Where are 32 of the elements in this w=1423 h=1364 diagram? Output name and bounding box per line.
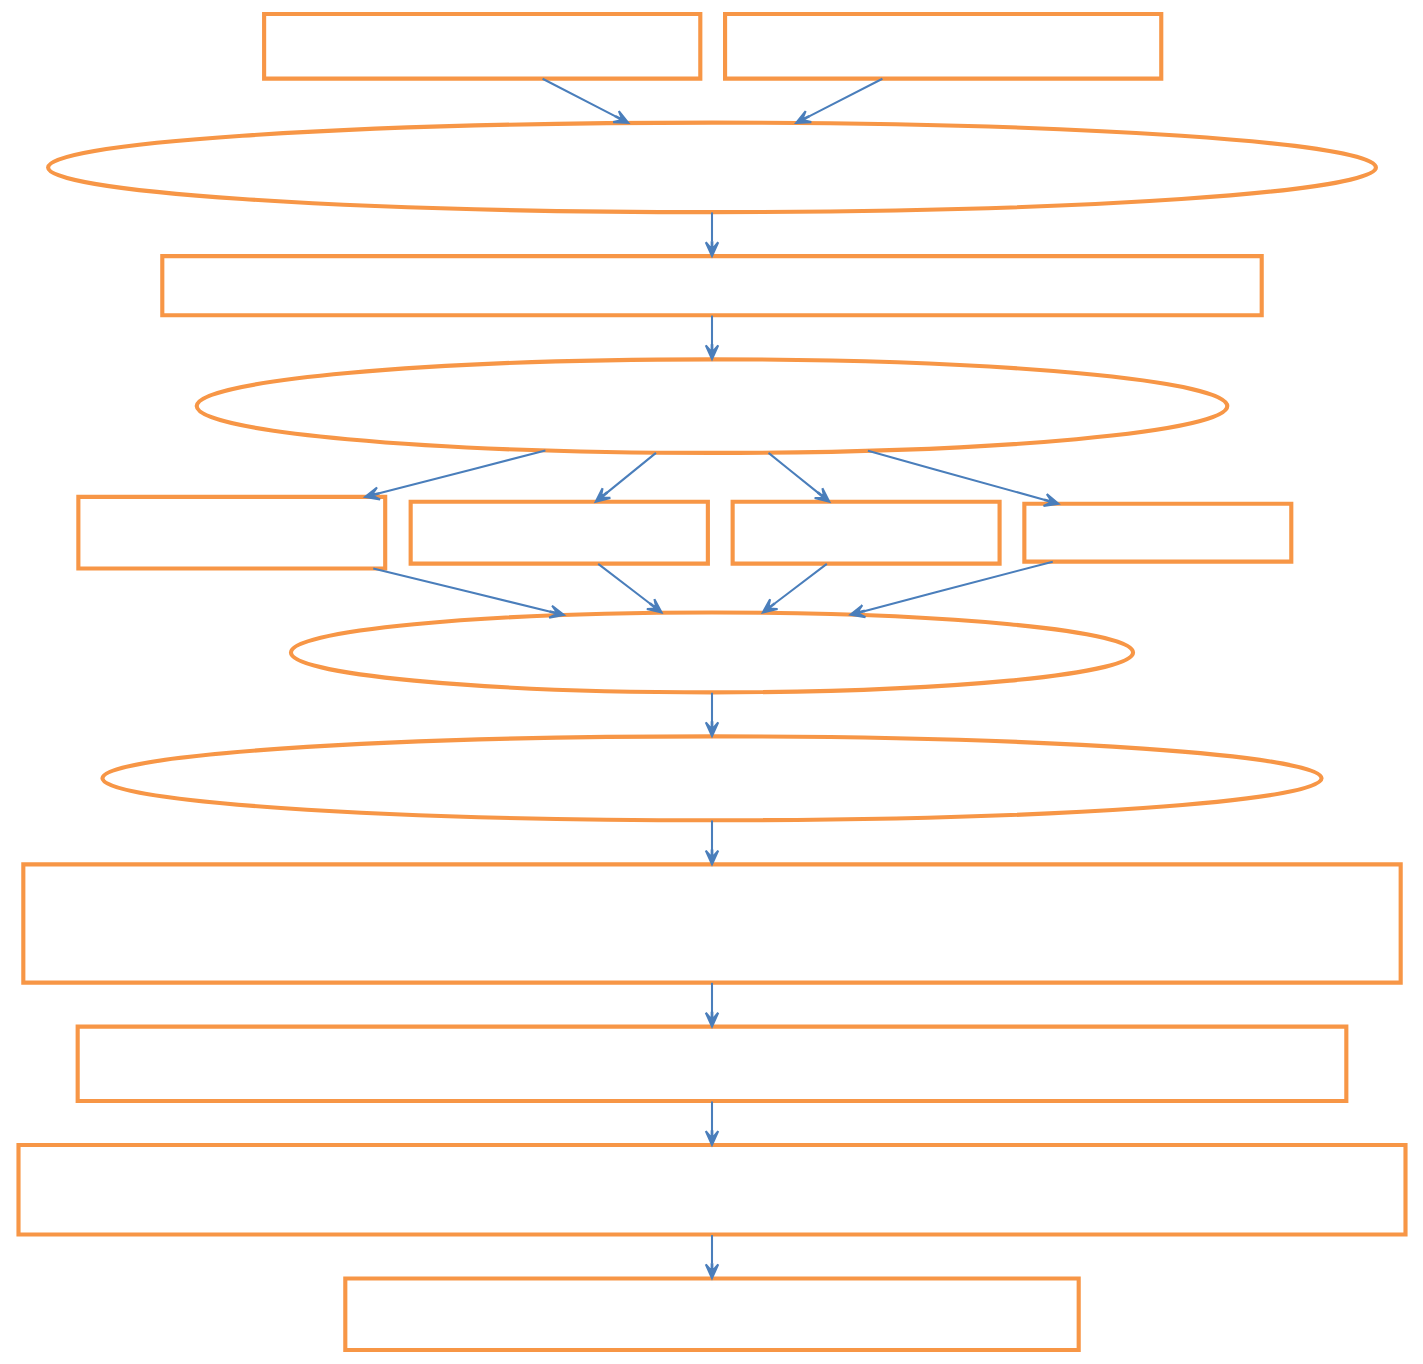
arrow (541, 77, 629, 124)
arrow (761, 563, 827, 614)
node-box (722, 11, 1163, 81)
node-ellipse (45, 120, 1378, 215)
arrow (704, 1101, 719, 1146)
node-box (15, 1142, 1408, 1237)
node-ellipse (99, 734, 1324, 823)
arrow (372, 567, 565, 619)
arrow (597, 563, 663, 614)
arrow (704, 315, 719, 361)
arrow (794, 77, 883, 124)
node-box (408, 499, 710, 566)
arrow (704, 982, 719, 1028)
arrow (704, 1235, 719, 1280)
arrow (867, 449, 1059, 508)
node-box (20, 862, 1403, 985)
node-box (159, 254, 1264, 318)
node-box (730, 499, 1002, 566)
node-box (342, 1276, 1081, 1353)
arrow (363, 449, 546, 501)
arrow (704, 692, 719, 738)
node-ellipse (194, 357, 1229, 455)
node-box (75, 494, 387, 571)
arrow (704, 820, 719, 866)
node-ellipse (288, 610, 1135, 695)
arrow (849, 560, 1053, 619)
arrow (767, 452, 830, 503)
node-box (261, 11, 702, 81)
arrow (594, 452, 657, 503)
node-box (1021, 501, 1293, 564)
arrow (704, 212, 719, 257)
node-box (75, 1024, 1348, 1104)
